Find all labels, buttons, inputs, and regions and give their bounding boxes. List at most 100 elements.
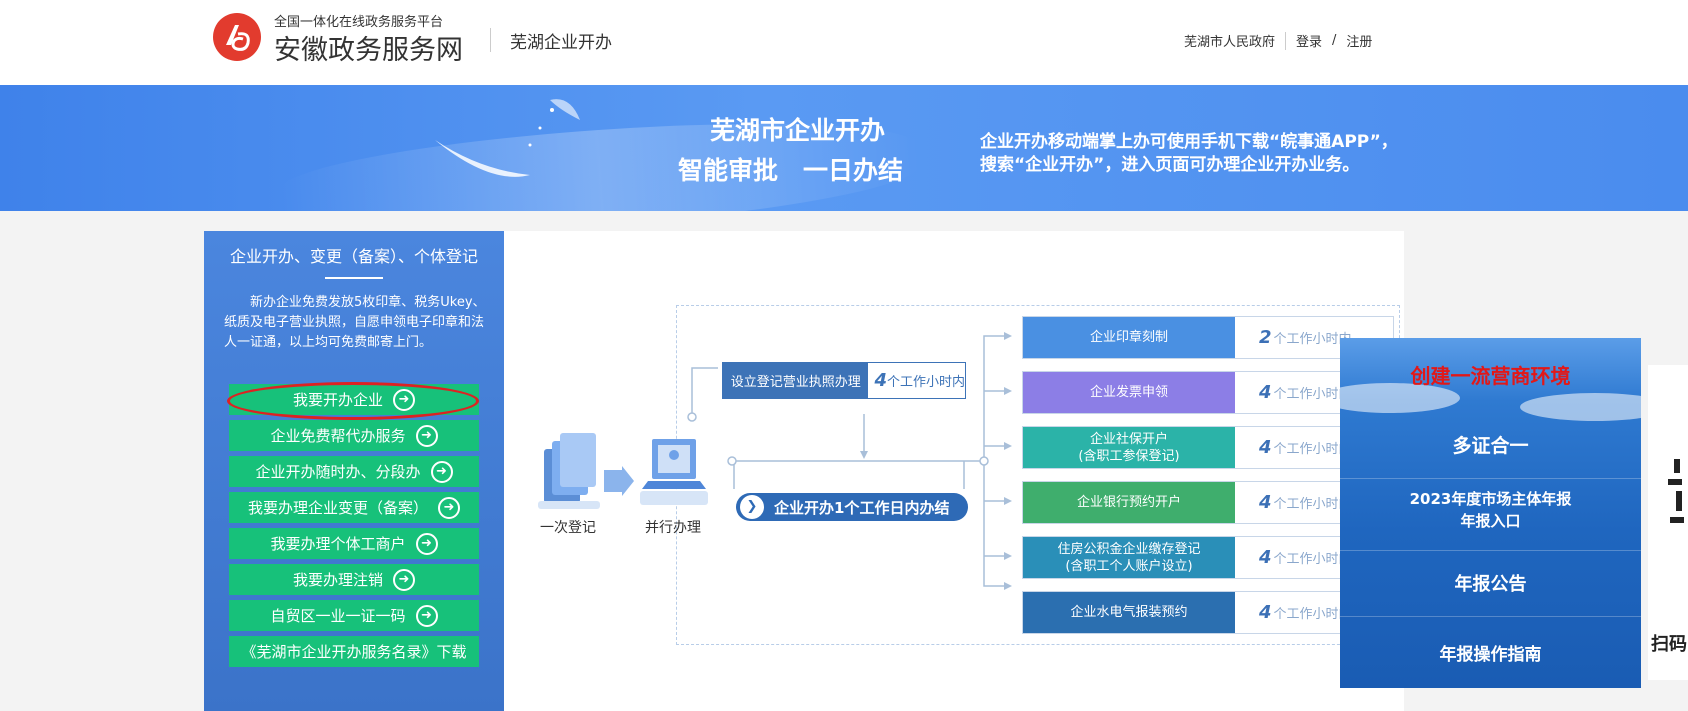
step-num: 4 (1259, 382, 1272, 403)
step-label: 企业发票申领 (1023, 372, 1235, 413)
register-link[interactable]: 注册 (1346, 35, 1373, 50)
step-num: 4 (1259, 602, 1272, 623)
button-label: 自贸区一业一证一码 (270, 607, 406, 625)
ad-annual-report-entry[interactable]: 年报入口 (1460, 512, 1521, 530)
annual-report-ad[interactable]: 创建一流营商环境 多证合一 2023年度市场主体年报 年报入口 年报公告 年报操… (1340, 338, 1641, 688)
step-label: 企业社保开户 (含职工参保登记) (1023, 427, 1235, 468)
header-links: 芜湖市人民政府 登录 / 注册 (1184, 31, 1372, 50)
step-register-label: 一次登记 (540, 520, 596, 536)
banner-title: 芜湖市企业开办 (710, 116, 886, 145)
banner-note-line2: 搜索“企业开办”，进入页面可办理企业开办业务。 (980, 155, 1360, 175)
step-num: 4 (1259, 437, 1272, 458)
process-flow-panel: 一次登记 并行办理 设立登记营业执照办理 4个工作小时内 ❯ 企业开办1个工作日… (504, 231, 1404, 711)
business-change-button[interactable]: 我要办理企业变更（备案） ➜ (229, 492, 479, 523)
main-process-label: 企业开办1个工作日内办结 (774, 498, 950, 517)
service-left-panel: 企业开办、变更（备案）、个体登记 新办企业免费发放5枚印章、税务Ukey、纸质及… (204, 231, 504, 711)
paper-plane-icon (435, 99, 580, 177)
gov-link[interactable]: 芜湖市人民政府 (1184, 35, 1276, 50)
chevron-right-icon: ❯ (740, 495, 764, 519)
arrow-right-icon (604, 466, 634, 496)
banner-slogan: 智能审批 一日办结 (678, 156, 904, 185)
scan-qr-label: 扫码 (1651, 634, 1687, 655)
arrow-right-circle-icon: ➜ (393, 388, 415, 411)
license-node: 设立登记营业执照办理 4个工作小时内 (722, 362, 966, 399)
free-agent-service-button[interactable]: 企业免费帮代办服务 ➜ (229, 420, 479, 451)
step-label: 企业印章刻制 (1023, 317, 1235, 358)
individual-business-button[interactable]: 我要办理个体工商户 ➜ (229, 528, 479, 559)
button-label: 我要办理个体工商户 (270, 535, 406, 553)
step-unit: 个工作小时内 (1273, 552, 1352, 567)
step-unit: 个工作小时内 (1273, 607, 1352, 622)
arrow-right-circle-icon: ➜ (415, 604, 438, 627)
login-register-slash: / (1332, 33, 1337, 48)
open-business-button[interactable]: 我要开办企业 ➜ (229, 384, 479, 415)
license-node-unit: 个工作小时内 (886, 375, 965, 390)
arrow-right-circle-icon: ➜ (415, 532, 438, 555)
ad-report-guide-link[interactable]: 年报操作指南 (1439, 645, 1542, 665)
button-label: 企业开办随时办、分段办 (255, 463, 421, 481)
arrow-right-circle-icon: ➜ (430, 460, 453, 483)
service-catalog-download-button[interactable]: 《芜湖市企业开办服务名录》下载➜ (229, 636, 479, 667)
header-links-divider (1285, 31, 1287, 50)
login-link[interactable]: 登录 (1296, 35, 1323, 50)
register-books-icon (538, 433, 600, 509)
step-unit: 个工作小时内 (1273, 497, 1352, 512)
ad-report-notice-link[interactable]: 年报公告 (1454, 574, 1527, 595)
step-num: 4 (1259, 547, 1272, 568)
platform-subtitle: 全国一体化在线政务服务平台 (274, 15, 444, 30)
step-num: 2 (1259, 327, 1272, 348)
deregistration-button[interactable]: 我要办理注销 ➜ (229, 564, 479, 595)
button-label: 《芜湖市企业开办服务名录》下载 (241, 643, 467, 661)
button-label: 我要办理企业变更（备案） (247, 499, 428, 517)
top-header: 全国一体化在线政务服务平台 安徽政务服务网 芜湖企业开办 芜湖市人民政府 登录 … (0, 0, 1688, 85)
laptop-icon (640, 439, 708, 505)
step-unit: 个工作小时内 (1273, 387, 1352, 402)
left-panel-title-underline (325, 277, 383, 279)
arrow-right-circle-icon: ➜ (393, 568, 415, 591)
arrow-right-circle-icon: ➜ (438, 496, 460, 519)
main-process-node: ❯ 企业开办1个工作日内办结 (736, 493, 968, 521)
cloud-decoration (1520, 393, 1641, 421)
license-node-label: 设立登记营业执照办理 (723, 363, 869, 398)
banner-note-line1: 企业开办移动端掌上办可使用手机下载“皖事通APP”， (980, 132, 1398, 152)
hero-banner: 芜湖市企业开办 智能审批 一日办结 企业开办移动端掌上办可使用手机下载“皖事通A… (0, 85, 1688, 211)
section-title[interactable]: 芜湖企业开办 (510, 33, 612, 53)
platform-name[interactable]: 安徽政务服务网 (274, 35, 463, 66)
ad-annual-report-line1[interactable]: 2023年度市场主体年报 (1409, 490, 1572, 508)
step-unit: 个工作小时内 (1273, 442, 1352, 457)
ftz-one-license-button[interactable]: 自贸区一业一证一码 ➜ (229, 600, 479, 631)
flow-connectors (687, 332, 1012, 590)
step-label: 企业水电气报装预约 (1023, 592, 1235, 633)
button-label: 我要办理注销 (292, 571, 383, 589)
ad-divider (1340, 616, 1641, 617)
step-unit: 个工作小时内 (1273, 332, 1352, 347)
anytime-staged-button[interactable]: 企业开办随时办、分段办 ➜ (229, 456, 479, 487)
anhui-logo-icon[interactable] (212, 12, 262, 62)
header-divider (490, 28, 491, 52)
left-panel-button-list: 我要开办企业 ➜ 企业免费帮代办服务 ➜ 企业开办随时办、分段办 ➜ 我要办理企业变更… (229, 384, 479, 672)
ad-title: 创建一流营商环境 (1410, 364, 1571, 388)
ad-divider (1340, 550, 1641, 551)
ad-divider (1340, 478, 1641, 479)
step-num: 4 (1259, 492, 1272, 513)
license-node-time: 4个工作小时内 (868, 370, 965, 391)
step-label: 住房公积金企业缴存登记 (含职工个人账户设立) (1023, 537, 1235, 578)
left-panel-description: 新办企业免费发放5枚印章、税务Ukey、纸质及电子营业执照，自愿申领电子印章和法… (224, 295, 486, 350)
button-label: 我要开办企业 (292, 391, 383, 409)
step-parallel-label: 并行办理 (645, 520, 701, 536)
step-label: 企业银行预约开户 (1023, 482, 1235, 523)
ad-multi-license-link[interactable]: 多证合一 (1452, 435, 1529, 457)
qr-code-partial-icon (1668, 459, 1684, 523)
left-panel-title: 企业开办、变更（备案）、个体登记 (229, 247, 478, 266)
arrow-right-circle-icon: ➜ (415, 424, 438, 447)
button-label: 企业免费帮代办服务 (270, 427, 406, 445)
license-node-num: 4 (874, 370, 887, 391)
cloud-decoration (1340, 383, 1460, 413)
